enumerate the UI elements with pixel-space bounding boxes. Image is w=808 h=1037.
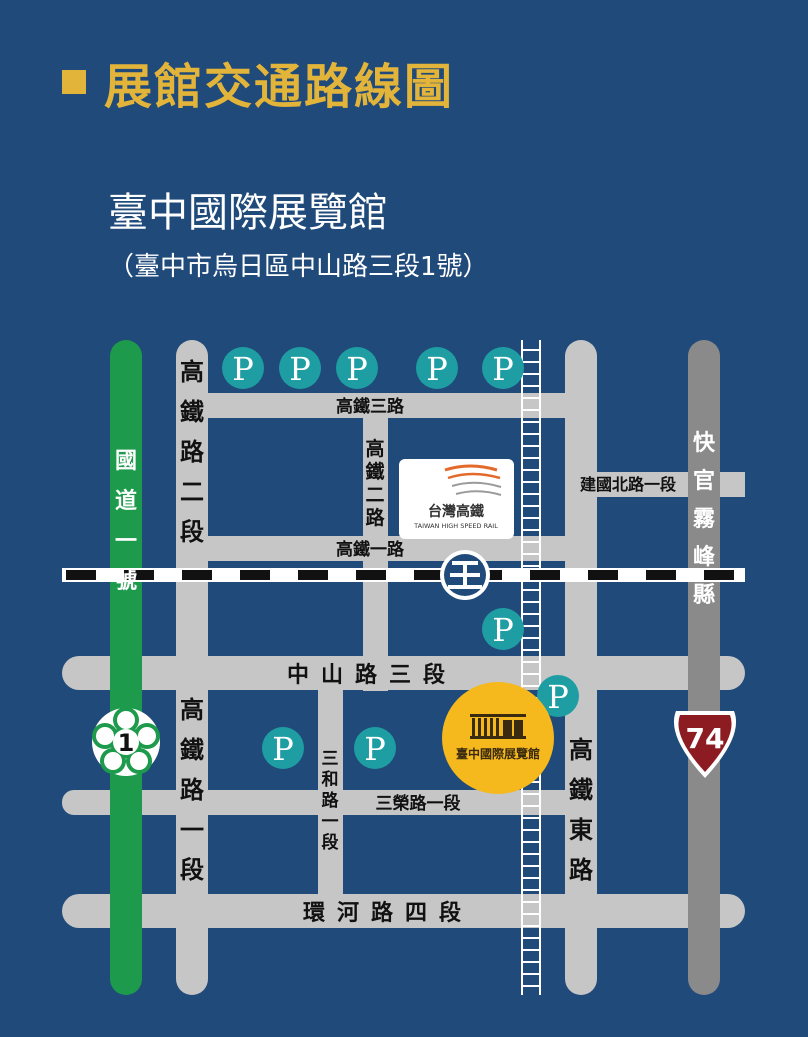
road-hsr-2nd — [363, 393, 388, 691]
svg-text:P: P — [232, 350, 254, 388]
expressway-74 — [688, 340, 720, 995]
parking-marker: P — [354, 727, 396, 769]
label-jianguo-north-road: 建國北路一段 — [580, 475, 677, 494]
label-sanrong-road: 三榮路一段 — [376, 793, 461, 814]
parking-marker: P — [279, 347, 321, 389]
svg-text:P: P — [364, 730, 386, 768]
label-huanhe-road: 環河路四段 — [303, 900, 473, 926]
parking-marker: P — [482, 608, 524, 650]
hsr-station-logo: 台灣高鐵 TAIWAN HIGH SPEED RAIL — [399, 459, 514, 539]
freeway-1 — [110, 340, 142, 995]
parking-marker: P — [537, 675, 579, 717]
svg-text:TAIWAN HIGH SPEED RAIL: TAIWAN HIGH SPEED RAIL — [413, 522, 498, 530]
label-zhongshan-road: 中山路三段 — [287, 662, 457, 688]
road-hsr-east — [565, 340, 597, 995]
svg-text:P: P — [272, 730, 294, 768]
label-hsr-3rd-road: 高鐵三路 — [336, 396, 405, 417]
venue-building-icon — [470, 714, 526, 739]
label-hsr-east-road: 高鐵東路 — [569, 735, 594, 884]
rail-line — [62, 568, 745, 582]
freeway-1-shield-icon: 1 — [92, 707, 160, 776]
label-expressway: 快官霧峰縣 — [692, 430, 716, 608]
parking-marker: P — [262, 727, 304, 769]
parking-marker: P — [416, 347, 458, 389]
venue-marker: 臺中國際展覽館 — [442, 682, 554, 794]
venue-address: （臺中市烏日區中山路三段1號） — [108, 252, 489, 282]
parking-marker: P — [482, 347, 524, 389]
venue-marker-label: 臺中國際展覽館 — [456, 746, 540, 761]
route-74-shield-icon: 74 — [673, 711, 737, 778]
label-hsr-road-2: 高鐵路二段 — [180, 357, 205, 546]
title-bullet-icon — [62, 70, 86, 94]
parking-marker: P — [222, 347, 264, 389]
label-sanhe-road: 三和路一段 — [322, 749, 340, 853]
svg-text:台灣高鐵: 台灣高鐵 — [428, 503, 484, 520]
svg-text:P: P — [426, 350, 448, 388]
road-sanhe-1 — [318, 690, 343, 928]
svg-text:P: P — [492, 611, 514, 649]
svg-text:P: P — [346, 350, 368, 388]
svg-text:P: P — [289, 350, 311, 388]
train-station-icon — [440, 550, 490, 600]
title-row: 展館交通路線圖 — [62, 52, 454, 115]
label-hsr-2nd-road: 高鐵二路 — [365, 437, 385, 529]
svg-text:P: P — [492, 350, 514, 388]
label-hsr-1st-road: 高鐵一路 — [336, 539, 405, 560]
label-hsr-road-1: 高鐵路一段 — [180, 695, 205, 884]
svg-text:74: 74 — [686, 722, 725, 755]
parking-markers: P P P P P P P P P — [222, 347, 579, 769]
page-title: 展館交通路線圖 — [104, 59, 455, 115]
label-freeway-1: 國道一號 — [115, 448, 137, 594]
road-hsr-road — [176, 340, 208, 995]
venue-name: 臺中國際展覽館 — [108, 190, 388, 236]
railway-track — [521, 340, 541, 995]
svg-text:1: 1 — [118, 729, 135, 757]
parking-marker: P — [336, 347, 378, 389]
svg-text:P: P — [547, 678, 569, 716]
